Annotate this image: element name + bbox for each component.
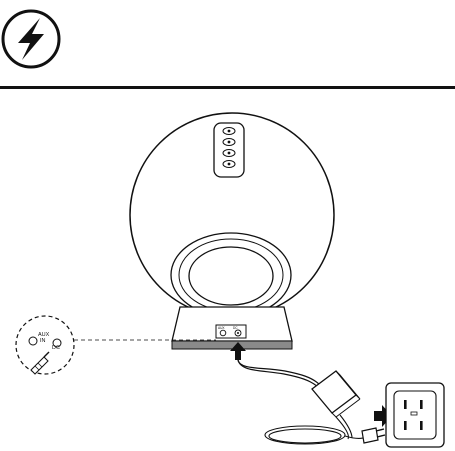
outlet-slot (420, 421, 423, 430)
outlet-slot (404, 421, 407, 430)
section-divider (0, 86, 455, 89)
panel-aux-jack (220, 330, 226, 336)
woofer (171, 233, 291, 317)
outlet-slot (420, 400, 423, 409)
base-stripe (172, 341, 292, 349)
ac-cord (265, 415, 366, 444)
rear-connector-panel: AUX DC (216, 325, 246, 338)
ac-plug (362, 428, 385, 443)
panel-dc-label: DC (233, 326, 238, 330)
speaker-connection-diagram: AUX DC AUX IN DC (0, 95, 455, 451)
aux-detail-callout: AUX IN DC (16, 316, 74, 374)
dc-label: DC (52, 345, 60, 351)
panel-aux-label: AUX (218, 326, 225, 330)
outlet-slot (404, 400, 407, 409)
wall-outlet (386, 383, 444, 447)
aux-in-jack (29, 337, 37, 345)
outlet-ground-slot (411, 412, 417, 415)
electric-hazard-icon (0, 8, 62, 70)
aux-label-line2: IN (40, 338, 46, 344)
power-adapter (312, 371, 360, 417)
control-panel (214, 123, 244, 177)
